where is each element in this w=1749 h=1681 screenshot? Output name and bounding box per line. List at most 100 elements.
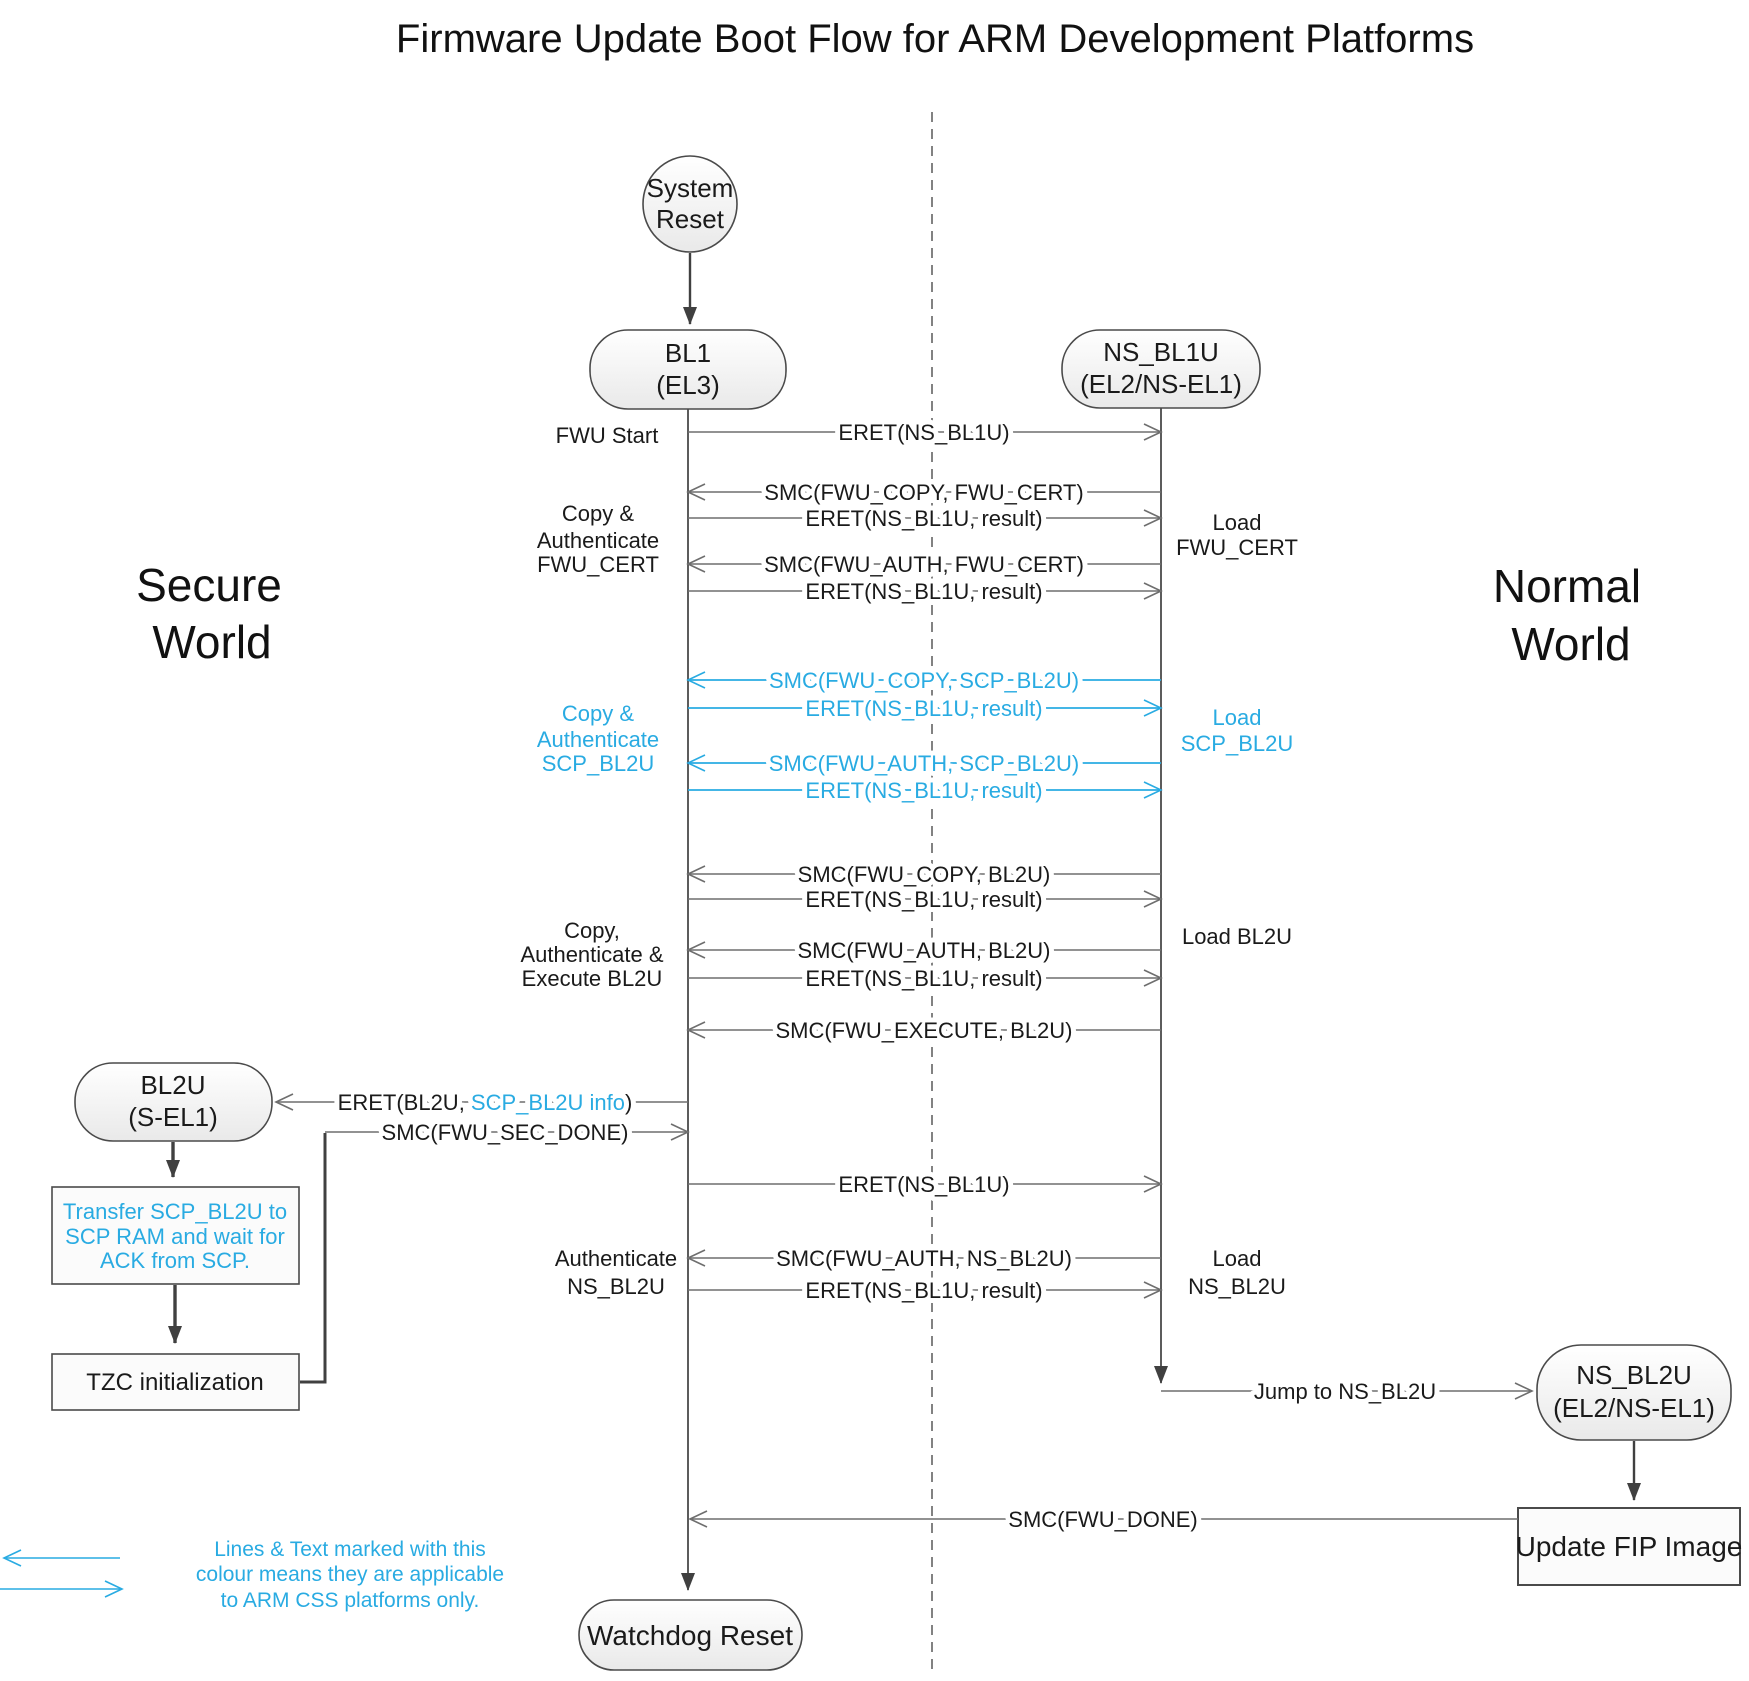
svg-text:colour means they are applicab: colour means they are applicable <box>196 1563 504 1586</box>
svg-text:Authenticate: Authenticate <box>537 528 659 553</box>
legend: Lines & Text marked with this colour mea… <box>0 1538 504 1612</box>
message-eret-result-3: ERET(NS_BL1U, result) <box>688 882 1163 917</box>
svg-text:ERET(NS_BL1U): ERET(NS_BL1U) <box>838 1172 1009 1197</box>
svg-text:(S-EL1): (S-EL1) <box>128 1102 218 1132</box>
svg-text:SMC(FWU_EXECUTE, BL2U): SMC(FWU_EXECUTE, BL2U) <box>775 1018 1072 1043</box>
svg-text:NS_BL2U: NS_BL2U <box>1576 1360 1692 1390</box>
svg-text:FWU_CERT: FWU_CERT <box>537 552 659 577</box>
message-eret-result-4: ERET(NS_BL1U, result) <box>688 961 1163 996</box>
svg-text:ERET(NS_BL1U, result): ERET(NS_BL1U, result) <box>805 1278 1042 1303</box>
message-eret-result-2: ERET(NS_BL1U, result) <box>688 574 1163 609</box>
svg-text:NS_BL1U: NS_BL1U <box>1103 337 1219 367</box>
svg-text:Authenticate: Authenticate <box>555 1246 677 1271</box>
svg-text:to ARM CSS platforms only.: to ARM CSS platforms only. <box>221 1589 480 1612</box>
smc-fwu-sec-done-arrow: SMC(FWU_SEC_DONE) <box>325 1115 690 1150</box>
transfer-scp-box: Transfer SCP_BL2U to SCP RAM and wait fo… <box>51 1186 300 1285</box>
eret-bl2u-arrow: ERET(BL2U, SCP_BL2U info) <box>274 1085 688 1120</box>
svg-text:Authenticate: Authenticate <box>537 727 659 752</box>
svg-text:Execute BL2U: Execute BL2U <box>522 966 663 991</box>
svg-text:SCP_BL2U: SCP_BL2U <box>542 751 655 776</box>
message-eret-result-5: ERET(NS_BL1U, result) <box>688 1273 1163 1308</box>
svg-text:ERET(NS_BL1U, result): ERET(NS_BL1U, result) <box>805 887 1042 912</box>
message-eret-ns-bl1u-2: ERET(NS_BL1U) <box>688 1167 1163 1202</box>
svg-text:World: World <box>1511 618 1630 670</box>
message-eret-result-scp-2: ERET(NS_BL1U, result) <box>688 773 1163 808</box>
svg-text:SMC(FWU_COPY, SCP_BL2U): SMC(FWU_COPY, SCP_BL2U) <box>769 668 1079 693</box>
svg-text:ERET(NS_BL1U): ERET(NS_BL1U) <box>838 420 1009 445</box>
fwu-start-label: FWU Start <box>556 423 659 448</box>
svg-text:FWU_CERT: FWU_CERT <box>1176 535 1298 560</box>
svg-text:Secure: Secure <box>136 559 282 611</box>
page-title: Firmware Update Boot Flow for ARM Develo… <box>396 17 1474 61</box>
svg-text:SMC(FWU_COPY, FWU_CERT): SMC(FWU_COPY, FWU_CERT) <box>764 480 1083 505</box>
copy-auth-exec-bl2u-label: Copy, Authenticate & Execute BL2U <box>520 918 663 991</box>
svg-text:SMC(FWU_DONE): SMC(FWU_DONE) <box>1008 1507 1197 1532</box>
svg-text:Load: Load <box>1213 1246 1262 1271</box>
svg-text:Normal: Normal <box>1493 560 1641 612</box>
message-smc-fwu-auth-ns-bl2u: SMC(FWU_AUTH, NS_BL2U) <box>686 1241 1161 1276</box>
svg-text:(EL3): (EL3) <box>656 370 720 400</box>
message-smc-fwu-execute-bl2u: SMC(FWU_EXECUTE, BL2U) <box>686 1013 1161 1048</box>
svg-text:Load: Load <box>1213 705 1262 730</box>
svg-text:(EL2/NS-EL1): (EL2/NS-EL1) <box>1553 1393 1715 1423</box>
svg-text:ACK from SCP.: ACK from SCP. <box>100 1248 250 1273</box>
svg-text:ERET(NS_BL1U, result): ERET(NS_BL1U, result) <box>805 778 1042 803</box>
svg-text:ERET(NS_BL1U, result): ERET(NS_BL1U, result) <box>805 966 1042 991</box>
message-smc-fwu-copy-fwu-cert: SMC(FWU_COPY, FWU_CERT) <box>686 475 1161 510</box>
ns-bl1u-node: NS_BL1U (EL2/NS-EL1) <box>1061 329 1261 409</box>
svg-text:NS_BL2U: NS_BL2U <box>567 1274 665 1299</box>
svg-text:BL1: BL1 <box>665 338 711 368</box>
tzc-box: TZC initialization <box>51 1353 300 1411</box>
svg-text:TZC initialization: TZC initialization <box>86 1369 263 1396</box>
svg-text:SMC(FWU_COPY, BL2U): SMC(FWU_COPY, BL2U) <box>798 862 1051 887</box>
bl1-node: BL1 (EL3) <box>589 329 787 410</box>
svg-text:SMC(FWU_SEC_DONE): SMC(FWU_SEC_DONE) <box>382 1120 629 1145</box>
smc-fwu-done-arrow: SMC(FWU_DONE) <box>688 1502 1518 1537</box>
system-reset-node: System Reset <box>642 155 738 253</box>
svg-text:BL2U: BL2U <box>140 1070 205 1100</box>
svg-text:NS_BL2U: NS_BL2U <box>1188 1274 1286 1299</box>
svg-text:Lines & Text marked with this: Lines & Text marked with this <box>214 1538 486 1561</box>
message-smc-fwu-copy-scp-bl2u: SMC(FWU_COPY, SCP_BL2U) <box>686 663 1161 698</box>
load-ns-bl2u-label: Load NS_BL2U <box>1188 1246 1286 1299</box>
message-smc-fwu-auth-scp-bl2u: SMC(FWU_AUTH, SCP_BL2U) <box>686 746 1161 781</box>
normal-world-label: Normal World <box>1493 560 1641 670</box>
copy-auth-scp-bl2u-label: Copy & Authenticate SCP_BL2U <box>537 701 659 776</box>
svg-text:SCP RAM and wait for: SCP RAM and wait for <box>65 1224 285 1249</box>
svg-text:World: World <box>152 616 271 668</box>
svg-text:SMC(FWU_AUTH, SCP_BL2U): SMC(FWU_AUTH, SCP_BL2U) <box>769 751 1079 776</box>
svg-text:ERET(BL2U, SCP_BL2U info): ERET(BL2U, SCP_BL2U info) <box>338 1090 633 1115</box>
svg-text:ERET(NS_BL1U, result): ERET(NS_BL1U, result) <box>805 506 1042 531</box>
bl2u-node: BL2U (S-EL1) <box>74 1062 273 1142</box>
svg-text:ERET(NS_BL1U, result): ERET(NS_BL1U, result) <box>805 579 1042 604</box>
svg-text:Watchdog Reset: Watchdog Reset <box>587 1620 793 1651</box>
load-fwu-cert-label: Load FWU_CERT <box>1176 510 1298 560</box>
watchdog-reset-node: Watchdog Reset <box>578 1599 803 1671</box>
tzc-connector <box>300 1133 327 1384</box>
authenticate-ns-bl2u-label: Authenticate NS_BL2U <box>555 1246 677 1299</box>
ns-bl2u-node: NS_BL2U (EL2/NS-EL1) <box>1536 1344 1732 1441</box>
svg-text:(EL2/NS-EL1): (EL2/NS-EL1) <box>1080 369 1242 399</box>
svg-text:Jump to NS_BL2U: Jump to NS_BL2U <box>1254 1379 1436 1404</box>
svg-text:Copy &: Copy & <box>562 501 634 526</box>
svg-text:Load: Load <box>1213 510 1262 535</box>
message-smc-fwu-copy-bl2u: SMC(FWU_COPY, BL2U) <box>686 857 1161 892</box>
svg-text:System: System <box>647 173 734 203</box>
legend-note: Lines & Text marked with this colour mea… <box>196 1538 504 1612</box>
load-scp-bl2u-label: Load SCP_BL2U <box>1181 705 1294 756</box>
svg-text:SMC(FWU_AUTH, BL2U): SMC(FWU_AUTH, BL2U) <box>797 938 1050 963</box>
svg-text:SCP_BL2U: SCP_BL2U <box>1181 731 1294 756</box>
message-eret-result-1: ERET(NS_BL1U, result) <box>688 501 1163 536</box>
svg-text:Update FIP Image: Update FIP Image <box>1516 1531 1743 1562</box>
copy-auth-fwu-cert-label: Copy & Authenticate FWU_CERT <box>537 501 659 577</box>
message-eret-result-scp-1: ERET(NS_BL1U, result) <box>688 691 1163 726</box>
svg-text:Copy &: Copy & <box>562 701 634 726</box>
svg-text:Transfer SCP_BL2U to: Transfer SCP_BL2U to <box>63 1199 287 1224</box>
message-smc-fwu-auth-bl2u: SMC(FWU_AUTH, BL2U) <box>686 933 1161 968</box>
svg-text:SMC(FWU_AUTH, FWU_CERT): SMC(FWU_AUTH, FWU_CERT) <box>764 552 1084 577</box>
secure-world-label: Secure World <box>136 559 282 668</box>
message-smc-fwu-auth-fwu-cert: SMC(FWU_AUTH, FWU_CERT) <box>686 547 1161 582</box>
update-fip-box: Update FIP Image <box>1516 1507 1743 1586</box>
